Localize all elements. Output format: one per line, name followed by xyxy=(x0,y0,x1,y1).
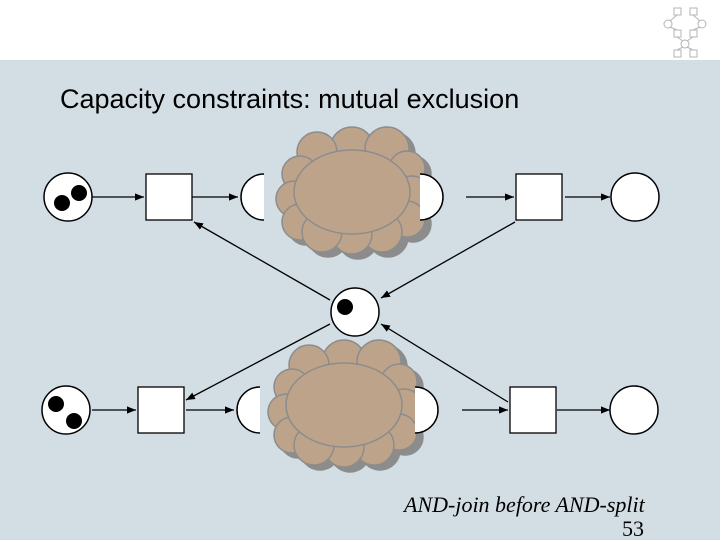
place-mid-top-left xyxy=(240,173,265,221)
top-band xyxy=(0,0,720,60)
transition-bottom-end xyxy=(509,386,557,434)
place-end-bottom xyxy=(609,385,659,435)
slide-title: Capacity constraints: mutual exclusion xyxy=(60,84,520,114)
place-start-bottom xyxy=(41,385,91,435)
token xyxy=(337,299,353,315)
token xyxy=(54,195,70,211)
arc xyxy=(380,221,516,299)
logo-icon xyxy=(663,7,707,58)
place-mid-bottom-right xyxy=(414,386,439,434)
token xyxy=(66,413,82,429)
place-mutex xyxy=(330,287,380,337)
arc xyxy=(185,323,331,401)
place-start-top xyxy=(43,172,93,222)
arc xyxy=(193,221,331,301)
place-mid-top-right xyxy=(419,173,444,221)
transition-bottom-begin xyxy=(137,386,185,434)
place-end-top xyxy=(610,172,660,222)
cloud-top xyxy=(275,126,437,260)
token xyxy=(48,396,64,412)
cloud-bottom xyxy=(267,339,429,473)
place-mid-bottom-left xyxy=(236,386,261,434)
diagram-caption: AND-join before AND-split xyxy=(404,492,645,517)
transition-top-end xyxy=(515,173,563,221)
arc xyxy=(380,323,509,403)
transition-top-begin xyxy=(145,173,193,221)
page-number: 53 xyxy=(622,516,644,541)
token xyxy=(71,185,87,201)
